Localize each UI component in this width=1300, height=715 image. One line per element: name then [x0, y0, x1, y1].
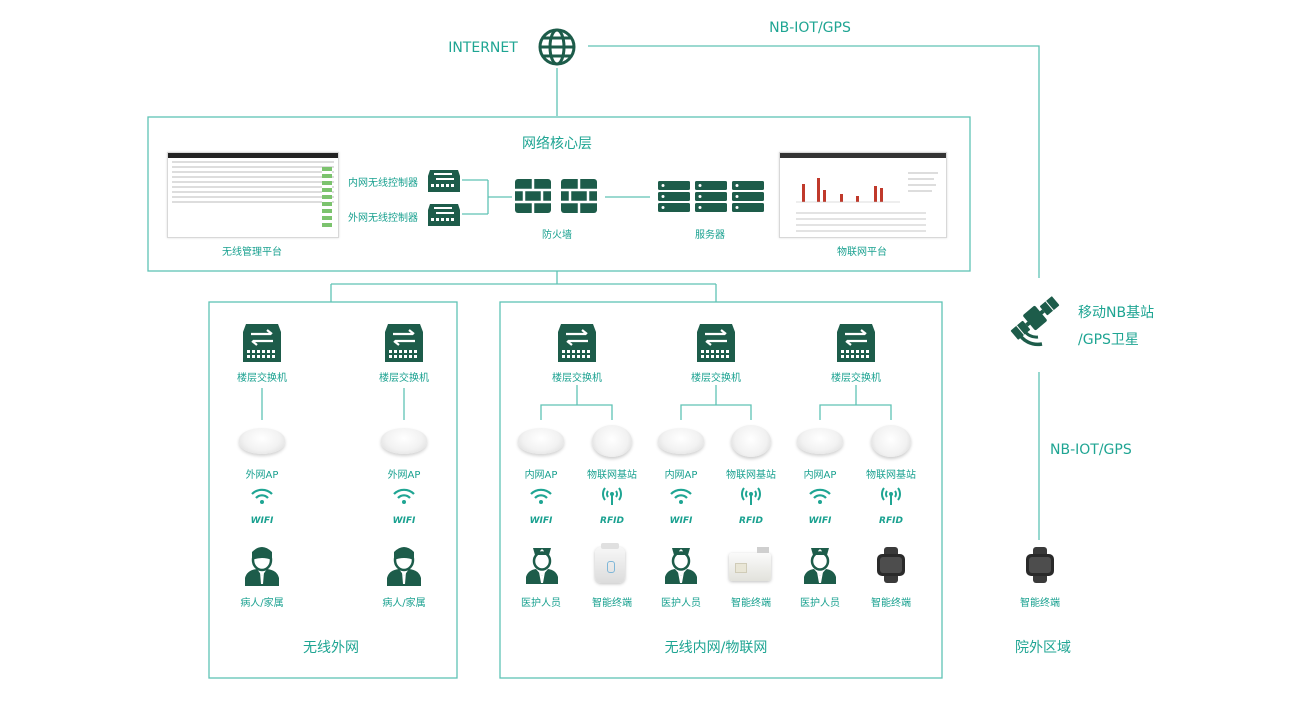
internal-ap-device [518, 428, 564, 454]
wifi-label: WIFI [250, 516, 274, 526]
external-ap-device [239, 428, 285, 454]
iot-platform-screen [779, 152, 947, 238]
iot-platform-label: 物联网平台 [837, 247, 887, 258]
wifi-label: WIFI [808, 516, 832, 526]
wifi-label: WIFI [669, 516, 693, 526]
wifi-label: WIFI [392, 516, 416, 526]
rfid-icon [741, 487, 761, 505]
floor-switch-label: 楼层交换机 [552, 373, 602, 384]
wifi-icon [251, 488, 273, 504]
wifi-icon [393, 488, 415, 504]
patient-label: 病人/家属 [382, 598, 426, 609]
watch-icon [1026, 547, 1054, 583]
patient-icon [387, 547, 421, 586]
rfid-label: RFID [739, 516, 763, 526]
rfid-label: RFID [879, 516, 903, 526]
rfid-label: RFID [600, 516, 624, 526]
core-title: 网络核心层 [522, 136, 592, 152]
external-ap-label: 外网AP [387, 470, 421, 481]
zone-internal-title: 无线内网/物联网 [664, 640, 768, 656]
medical-label: 医护人员 [521, 598, 561, 609]
wireless-platform-label: 无线管理平台 [222, 247, 282, 258]
server-label: 服务器 [695, 230, 725, 241]
terminal-label: 智能终端 [592, 598, 632, 609]
floor-switch-icon [243, 324, 281, 362]
firewall-icon [561, 179, 597, 213]
patient-label: 病人/家属 [240, 598, 284, 609]
watch-icon [877, 547, 905, 583]
firewall-label: 防火墙 [542, 230, 572, 241]
controller-out-label: 外网无线控制器 [348, 213, 418, 224]
rfid-icon [881, 487, 901, 505]
floor-switch-icon [558, 324, 596, 362]
internal-ap-label: 内网AP [803, 470, 837, 481]
medical-label: 医护人员 [800, 598, 840, 609]
zone-outside-title: 院外区域 [1015, 640, 1071, 656]
smart-terminal-box [729, 547, 771, 581]
iot-station-device [731, 425, 771, 457]
external-ap-label: 外网AP [245, 470, 279, 481]
terminal-label: 智能终端 [871, 598, 911, 609]
iot-station-label: 物联网基站 [866, 470, 916, 481]
wifi-icon [670, 488, 692, 504]
floor-switch-label: 楼层交换机 [831, 373, 881, 384]
wifi-label: WIFI [529, 516, 553, 526]
globe-icon [538, 28, 576, 66]
floor-switch-label: 楼层交换机 [237, 373, 287, 384]
doctor-icon [665, 548, 697, 584]
nbiot-side-label: NB-IOT/GPS [1050, 442, 1132, 458]
patient-icon [245, 547, 279, 586]
floor-switch-label: 楼层交换机 [379, 373, 429, 384]
floor-switch-label: 楼层交换机 [691, 373, 741, 384]
doctor-icon [804, 548, 836, 584]
iot-station-device [871, 425, 911, 457]
mobile-station-label-2: /GPS卫星 [1078, 332, 1139, 348]
rfid-icon [602, 487, 622, 505]
floor-switch-icon [385, 324, 423, 362]
floor-switch-icon [697, 324, 735, 362]
wireless-platform-screen [167, 152, 339, 238]
server-icon [732, 181, 764, 212]
floor-switch-icon [837, 324, 875, 362]
controller-in-label: 内网无线控制器 [348, 178, 418, 189]
controller-out-switch-icon [428, 204, 460, 226]
internet-label: INTERNET [448, 40, 518, 56]
iot-station-label: 物联网基站 [587, 470, 637, 481]
server-icon [658, 181, 690, 212]
satellite-icon [1010, 296, 1060, 347]
internal-ap-device [658, 428, 704, 454]
medical-label: 医护人员 [661, 598, 701, 609]
controller-in-switch-icon [428, 170, 460, 192]
doctor-icon [526, 548, 558, 584]
external-ap-device [381, 428, 427, 454]
zone-external-title: 无线外网 [303, 640, 359, 656]
internal-ap-label: 内网AP [664, 470, 698, 481]
iot-station-label: 物联网基站 [726, 470, 776, 481]
terminal-label: 智能终端 [731, 598, 771, 609]
terminal-label: 智能终端 [1020, 598, 1060, 609]
wifi-icon [530, 488, 552, 504]
smart-terminal-tag [595, 543, 625, 583]
server-icon [695, 181, 727, 212]
nbiot-top-label: NB-IOT/GPS [769, 20, 851, 36]
internal-ap-label: 内网AP [524, 470, 558, 481]
mobile-station-label-1: 移动NB基站 [1078, 305, 1155, 321]
iot-station-device [592, 425, 632, 457]
wifi-icon [809, 488, 831, 504]
firewall-icon [515, 179, 551, 213]
internal-ap-device [797, 428, 843, 454]
